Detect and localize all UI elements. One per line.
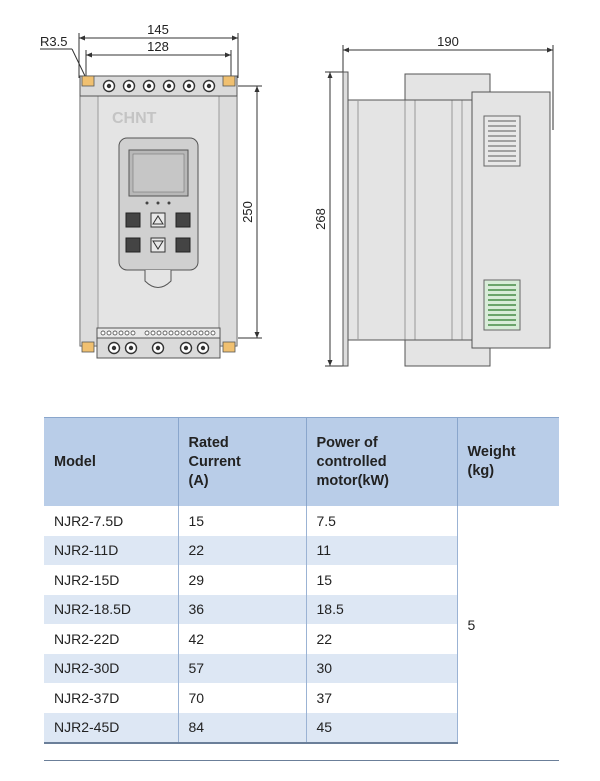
cell-power: 15 xyxy=(305,565,457,595)
table-row: NJR2-7.5D 15 7.5 5 xyxy=(44,506,559,743)
cell-model: NJR2-37D xyxy=(44,683,178,713)
chnt-logo: CHNT xyxy=(112,110,157,127)
cell-current: 29 xyxy=(177,565,306,595)
cell-model: NJR2-30D xyxy=(44,653,178,683)
cell-model: NJR2-18.5D xyxy=(44,594,178,624)
dim-268-label: 268 xyxy=(313,208,328,230)
spec-table: Model Rated Current (A) Power of control… xyxy=(44,417,559,744)
table-row: NJR2-15D 29 15 xyxy=(44,565,559,595)
header-model: Model xyxy=(44,417,178,506)
dim-128-label: 128 xyxy=(147,39,169,54)
table-row: NJR2-37D 70 37 xyxy=(44,683,559,713)
table-row: NJR2-30D 57 30 xyxy=(44,653,559,683)
cell-model: NJR2-11D xyxy=(44,535,178,565)
bottom-terminals xyxy=(107,341,210,355)
cell-weight: 5 xyxy=(456,506,559,743)
cell-model: NJR2-22D xyxy=(44,624,178,654)
header-rated-current: Rated Current (A) xyxy=(177,417,306,506)
bottom-rule xyxy=(44,760,559,761)
cell-current: 70 xyxy=(177,683,306,713)
front-view: 145 128 R3.5 C xyxy=(40,22,262,359)
cell-model: NJR2-45D xyxy=(44,712,178,744)
cell-model: NJR2-15D xyxy=(44,565,178,595)
dim-250-label: 250 xyxy=(240,201,255,223)
cell-power: 37 xyxy=(305,683,457,713)
dim-r35-label: R3.5 xyxy=(40,34,67,49)
cell-power: 30 xyxy=(305,653,457,683)
dimension-drawing: 145 128 R3.5 C xyxy=(40,22,554,367)
cell-power: 18.5 xyxy=(305,594,457,624)
header-power: Power of controlled motor(kW) xyxy=(305,417,457,506)
cell-power: 7.5 xyxy=(305,506,457,536)
cell-current: 15 xyxy=(177,506,306,536)
table-row: NJR2-11D 22 11 xyxy=(44,535,559,565)
table-row: NJR2-22D 42 22 xyxy=(44,624,559,654)
cell-current: 22 xyxy=(177,535,306,565)
table-row: NJR2-45D 84 45 xyxy=(44,712,559,744)
cell-power: 45 xyxy=(305,712,457,744)
cell-current: 36 xyxy=(177,594,306,624)
cell-current: 42 xyxy=(177,624,306,654)
table-header-row: Model Rated Current (A) Power of control… xyxy=(44,417,559,506)
cell-power: 22 xyxy=(305,624,457,654)
top-terminals xyxy=(102,79,216,93)
cell-power: 11 xyxy=(305,535,457,565)
cell-current: 84 xyxy=(177,712,306,744)
cell-model: NJR2-7.5D xyxy=(44,506,178,536)
dim-145-label: 145 xyxy=(147,22,169,37)
keypad xyxy=(125,212,191,253)
header-weight: Weight (kg) xyxy=(456,417,559,506)
cell-current: 57 xyxy=(177,653,306,683)
table-row: NJR2-18.5D 36 18.5 xyxy=(44,594,559,624)
dim-190-label: 190 xyxy=(437,34,459,49)
side-view: 190 268 xyxy=(313,34,554,367)
